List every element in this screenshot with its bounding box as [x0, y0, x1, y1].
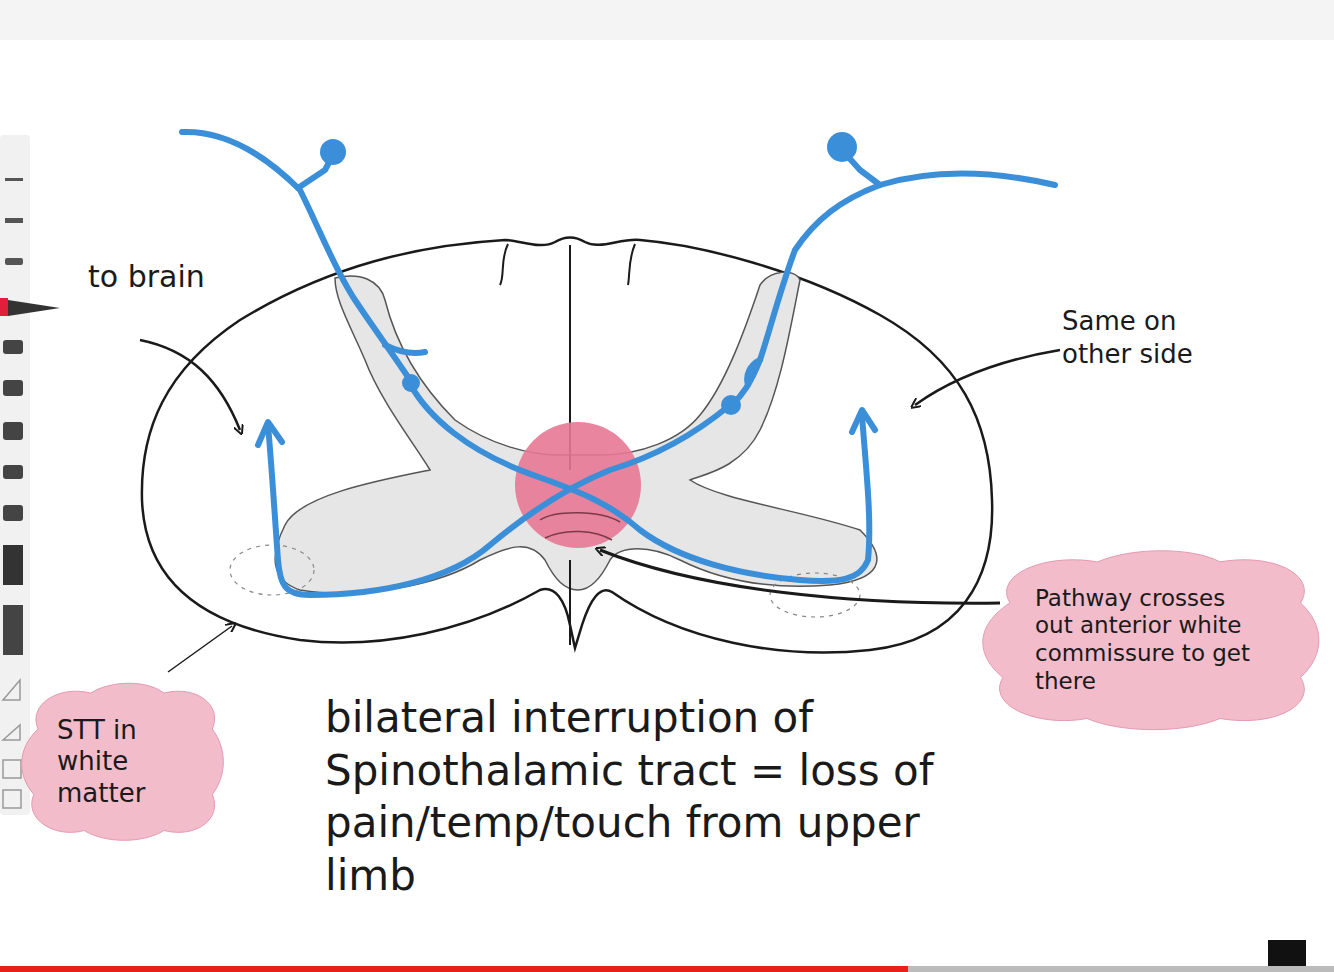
- progress-bar: [0, 966, 908, 972]
- spinal-cord-outline: [142, 238, 992, 653]
- leader-line: [915, 350, 1060, 405]
- corner-button: [1268, 940, 1306, 966]
- stt-region: [230, 545, 314, 595]
- annotation-label: Same on other side: [1062, 305, 1222, 370]
- callout-text: STT in white matter: [57, 715, 187, 809]
- cell-body: [320, 139, 346, 165]
- spinothalamic-pathway: [182, 132, 1055, 595]
- leader-line: [168, 626, 232, 672]
- leader-line: [140, 340, 240, 430]
- callout-cloud: STT in white matter: [17, 680, 227, 844]
- progress-track: [908, 966, 1334, 972]
- callout-text: Pathway crosses out anterior white commi…: [1035, 585, 1265, 695]
- sulcus: [628, 244, 635, 285]
- cloud-outline: [983, 551, 1319, 730]
- sulcus: [500, 244, 508, 285]
- commissure-detail: [540, 513, 620, 540]
- annotation-label: to brain: [88, 258, 288, 296]
- cell-body: [402, 374, 420, 392]
- callout-cloud: Pathway crosses out anterior white commi…: [975, 547, 1325, 733]
- top-bar: [0, 0, 1334, 40]
- anterior-fissure: [569, 560, 571, 645]
- cell-body: [721, 395, 741, 415]
- cloud-outline: [22, 683, 224, 840]
- leader-line: [600, 550, 1000, 603]
- cell-body: [827, 132, 857, 162]
- annotation-label: bilateral interruption of Spinothalamic …: [325, 692, 965, 902]
